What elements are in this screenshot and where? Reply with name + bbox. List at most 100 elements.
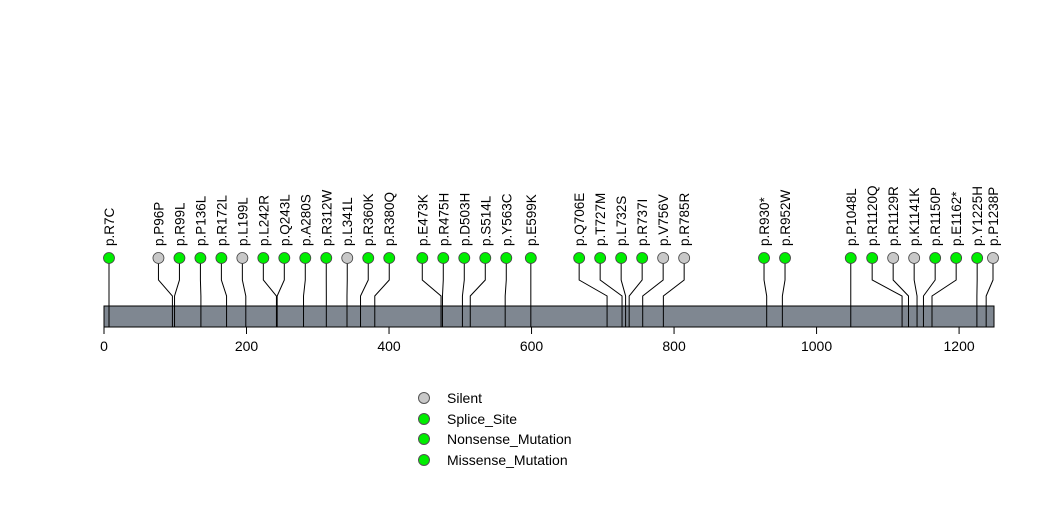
mutation-dot	[908, 252, 921, 264]
mutation-dot	[887, 252, 900, 264]
mutation-dot	[758, 252, 770, 264]
mutation-dot	[458, 252, 471, 264]
mutation-label: p.A280S	[298, 194, 313, 246]
legend-label: Silent	[447, 390, 483, 407]
mutation-label: p.L199L	[235, 197, 250, 246]
connector-line	[374, 258, 390, 306]
connector-lines	[108, 258, 994, 306]
connector-line	[421, 258, 442, 306]
mutation-dot	[594, 252, 607, 264]
connector-line	[620, 258, 627, 306]
mutation-label: p.R380Q	[382, 192, 397, 246]
mutation-label: p.R930*	[757, 196, 772, 246]
legend-item-splice-site: Splice_Site	[418, 409, 572, 430]
mutation-label: p.E599K	[524, 194, 539, 246]
mutation-dot	[500, 252, 513, 264]
mutation-dot	[437, 252, 450, 264]
connector-line	[628, 258, 643, 306]
mutation-label: p.Y1225H	[970, 186, 985, 246]
mutation-labels: p.R7C p.P96P p.R99L p.P136L p.R172L p.L199L p.…	[102, 185, 1001, 246]
mutation-label: p.E473K	[415, 194, 430, 246]
mutation-dot	[657, 252, 670, 264]
mutation-dot	[866, 252, 879, 264]
mutation-label: p.R1129R	[886, 186, 901, 246]
mutation-dot	[383, 252, 396, 264]
mutation-label: p.R7C	[102, 207, 117, 246]
mutation-label: p.L732S	[614, 196, 629, 246]
connector-line	[913, 258, 918, 306]
mutation-label: p.R1120Q	[865, 185, 880, 246]
mutation-dot	[173, 252, 186, 264]
mutation-label: p.P1238P	[986, 187, 1001, 246]
connector-line	[441, 258, 444, 306]
connector-line	[360, 258, 369, 306]
connector-line	[303, 258, 306, 306]
mutation-dot	[971, 252, 984, 264]
connector-line	[504, 258, 507, 306]
mutation-dot	[524, 252, 537, 264]
mutation-dot	[636, 252, 649, 264]
mutation-label: p.R737I	[635, 199, 650, 246]
mutation-label: p.R475H	[436, 193, 451, 246]
connector-line	[220, 258, 228, 306]
connector-line	[157, 258, 173, 306]
x-tick-label: 200	[235, 338, 259, 354]
mutation-dot	[194, 252, 207, 264]
mutation-dot	[416, 252, 429, 264]
mutation-label: p.S514L	[478, 195, 493, 246]
mutation-label: p.P96P	[151, 202, 166, 246]
x-tick-label: 1200	[944, 338, 975, 354]
connector-line	[985, 258, 994, 306]
mutation-dot	[215, 252, 228, 264]
protein-bar	[103, 305, 995, 328]
mutation-dot	[844, 252, 857, 264]
connector-line	[871, 258, 903, 306]
legend-item-nonsense-mutation: Nonsense_Mutation	[418, 429, 572, 450]
mutation-dot	[479, 252, 492, 264]
mutation-label: p.R99L	[172, 202, 187, 246]
legend-label: Splice_Site	[447, 410, 518, 427]
mutation-dot	[779, 252, 791, 264]
mutation-dot	[929, 252, 942, 264]
mutation-dot	[236, 252, 249, 264]
connector-line	[174, 258, 180, 306]
mutation-dot	[299, 252, 312, 264]
mutation-label: p.Q243L	[277, 194, 292, 246]
mutation-dot	[950, 252, 963, 264]
mutation-label: p.D503H	[457, 193, 472, 246]
mutation-label: p.R172L	[214, 194, 229, 246]
mutation-label: p.R1150P	[928, 187, 943, 246]
mutation-label: p.P136L	[193, 195, 208, 246]
mutation-dot	[678, 252, 691, 264]
legend-item-missense-mutation: Missense_Mutation	[418, 450, 572, 471]
legend-dot-icon	[418, 453, 430, 466]
connector-line	[763, 258, 768, 306]
mutation-label: p.L341L	[340, 197, 355, 246]
mutation-label: p.K1141K	[907, 188, 922, 246]
legend-dot-icon	[418, 433, 430, 446]
mutation-dot	[320, 252, 333, 264]
legend-label: Missense_Mutation	[447, 451, 568, 468]
mutation-label: p.R952W	[778, 189, 793, 246]
connector-line	[461, 258, 465, 306]
mutation-label: p.E1162*	[949, 191, 964, 246]
mutation-dot	[362, 252, 375, 264]
x-tick-label: 600	[520, 338, 544, 354]
connector-line	[922, 258, 936, 306]
legend-label: Nonsense_Mutation	[447, 431, 572, 448]
mutation-dot	[278, 252, 291, 264]
mutation-label: p.Q706E	[572, 193, 587, 246]
mutation-dot	[103, 252, 115, 264]
mutation-label: p.Y563C	[499, 193, 514, 246]
x-tick-label: 800	[662, 338, 686, 354]
mutation-dot	[152, 252, 165, 264]
legend-dot-icon	[418, 412, 430, 425]
mutation-label: p.R360K	[361, 193, 376, 246]
mutation-dots	[103, 252, 999, 264]
mutation-dot	[257, 252, 270, 264]
legend: Silent Splice_Site Nonsense_Mutation Mis…	[418, 388, 572, 470]
connector-line	[892, 258, 909, 306]
connector-line	[781, 258, 786, 306]
mutation-label: p.R785R	[677, 192, 692, 246]
